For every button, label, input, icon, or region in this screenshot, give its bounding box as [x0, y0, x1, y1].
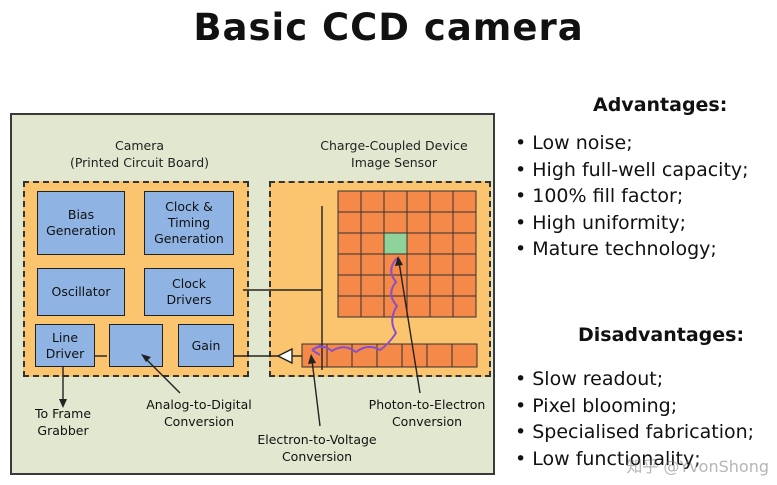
advantages-item: High full-well capacity; [515, 157, 748, 184]
watermark: 知乎 @YvonShong [626, 457, 769, 476]
pixel [406, 190, 431, 213]
pixel [452, 295, 477, 318]
pixel [429, 274, 454, 297]
line-driver-block: Line Driver [35, 324, 95, 367]
disadvantages-list: Slow readout;Pixel blooming;Specialised … [515, 366, 754, 472]
pixel [337, 274, 362, 297]
adc-pointer [144, 357, 181, 394]
pixel-array [337, 190, 477, 318]
pixel [406, 211, 431, 234]
adc-block [109, 324, 163, 367]
pixel [337, 253, 362, 276]
pixel [429, 211, 454, 234]
advantages-item: High uniformity; [515, 210, 749, 237]
disadvantages-item: Slow readout; [515, 366, 754, 393]
pixel [360, 295, 385, 318]
pixel [406, 295, 431, 318]
clock-drivers-block: Clock Drivers [144, 268, 234, 316]
pixel [337, 211, 362, 234]
advantages-item: Low noise; [515, 130, 749, 157]
advantages-item: Mature technology; [515, 236, 749, 263]
output-amplifier-triangle [276, 347, 293, 365]
pixel [360, 190, 385, 213]
pixel [452, 232, 477, 255]
pixel [360, 253, 385, 276]
pixel [360, 274, 385, 297]
camera-label: Camera (Printed Circuit Board) [69, 138, 210, 170]
pixel [452, 190, 477, 213]
adc-pointer-head [141, 354, 151, 362]
photon-to-electron-label: Photon-to-Electron Conversion [368, 397, 486, 429]
disadvantages-heading: Disadvantages: [578, 324, 745, 346]
advantages-item: 100% fill factor; [515, 183, 749, 210]
pixel [452, 211, 477, 234]
pixel [360, 211, 385, 234]
disadvantages-item: Low functionality; [515, 446, 754, 473]
frame-grabber-label: To Frame Grabber [34, 406, 92, 438]
pixel [429, 232, 454, 255]
p-to-e-pointer [398, 261, 421, 394]
pixel [406, 274, 431, 297]
pixel [337, 295, 362, 318]
register-cell [376, 343, 403, 368]
charge-arrow-head [311, 344, 322, 356]
active-pixel [383, 232, 408, 255]
disadvantages-item: Specialised fabrication; [515, 419, 754, 446]
oscillator-block: Oscillator [37, 268, 125, 316]
register-cell [426, 343, 453, 368]
e-to-v-pointer [311, 359, 321, 427]
register-cell [451, 343, 478, 368]
pixel [406, 253, 431, 276]
charge-transfer-path [311, 257, 399, 354]
pixel [383, 211, 408, 234]
e-to-v-pointer-head [308, 354, 316, 364]
electron-to-voltage-label: Electron-to-Voltage Conversion [257, 432, 377, 464]
bias-generation-block: Bias Generation [37, 191, 125, 255]
pixel [429, 190, 454, 213]
slide-title: Basic CCD camera [193, 6, 584, 49]
pixel [383, 295, 408, 318]
pixel [337, 190, 362, 213]
frame-grabber-arrow-head [59, 399, 67, 408]
gain-block: Gain [178, 324, 234, 367]
clock-line [243, 206, 323, 370]
pixel [452, 274, 477, 297]
advantages-heading: Advantages: [593, 94, 728, 116]
adc-label: Analog-to-Digital Conversion [146, 397, 252, 429]
disadvantages-item: Pixel blooming; [515, 393, 754, 420]
pixel [383, 190, 408, 213]
advantages-list: Low noise;High full-well capacity;100% f… [515, 130, 749, 263]
pixel [429, 295, 454, 318]
p-to-e-pointer-head [395, 256, 403, 266]
pixel [337, 232, 362, 255]
sensor-label: Charge-Coupled Device Image Sensor [320, 138, 468, 170]
pixel [406, 232, 431, 255]
pixel [360, 232, 385, 255]
pixel [429, 253, 454, 276]
clock-timing-generation-block: Clock & Timing Generation [144, 191, 234, 255]
pixel [452, 253, 477, 276]
